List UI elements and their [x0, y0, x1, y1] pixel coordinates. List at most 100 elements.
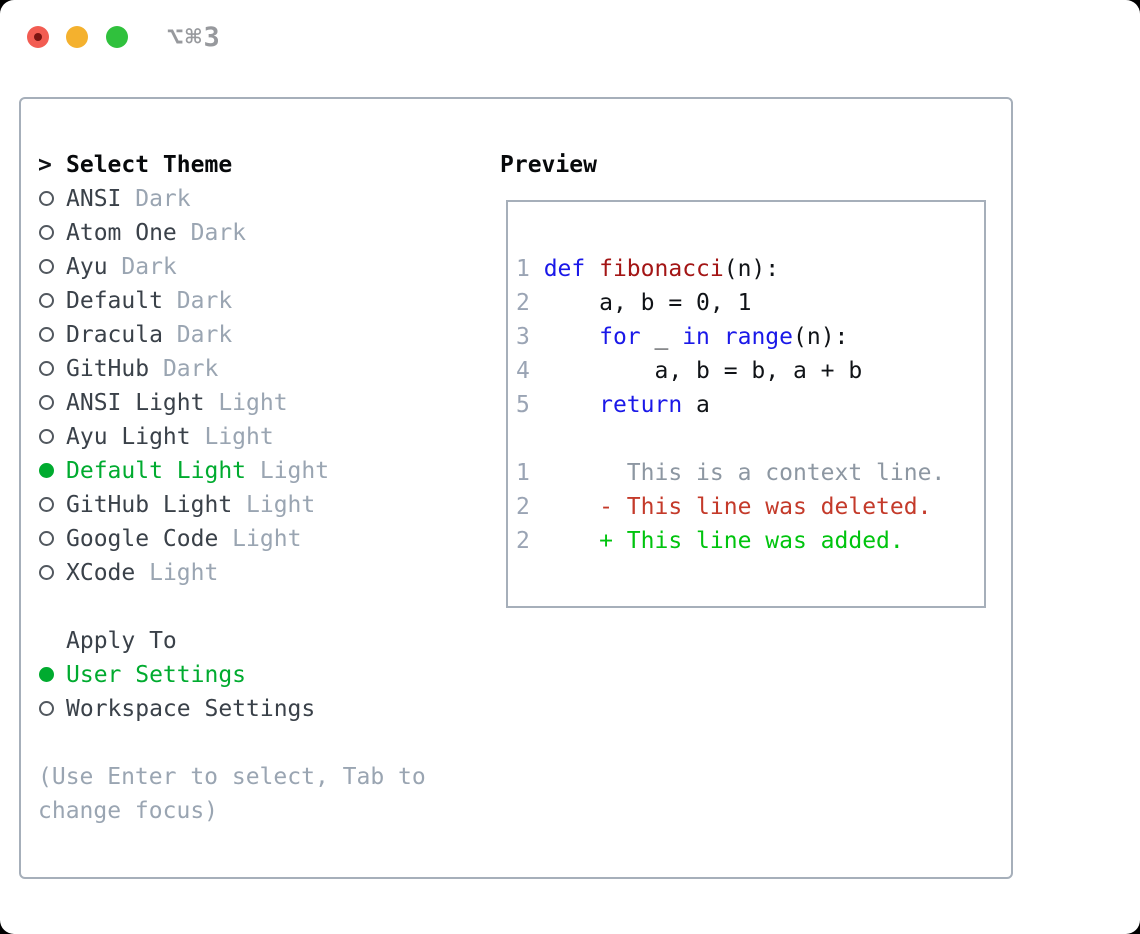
theme-variant-label: Dark — [107, 254, 177, 280]
theme-option-default-light-light[interactable]: Default Light Light — [38, 454, 490, 488]
code-token — [544, 392, 599, 418]
theme-option-ayu-light-light[interactable]: Ayu Light Light — [38, 420, 490, 454]
window-title-shortcut: ⌥⌘3 — [167, 22, 222, 53]
theme-variant-label: Light — [135, 560, 219, 586]
close-button[interactable] — [27, 26, 49, 48]
theme-option-label: Ayu — [66, 254, 108, 280]
function-name-token: fibonacci — [599, 256, 724, 282]
theme-option-dracula-dark[interactable]: Dracula Dark — [38, 318, 490, 352]
radio-icon — [38, 352, 66, 386]
code-token — [710, 324, 724, 350]
theme-option-label: GitHub — [66, 356, 150, 382]
code-token: (n): — [723, 256, 780, 282]
keyword-token: in — [682, 324, 710, 350]
spacer — [38, 590, 490, 624]
code-token: a, b = 0, 1 — [543, 290, 752, 316]
radio-icon — [38, 284, 66, 318]
added-line-text: + This line was added. — [543, 528, 904, 554]
theme-variant-label: Light — [190, 424, 274, 450]
theme-option-github-dark[interactable]: GitHub Dark — [38, 352, 490, 386]
apply-option-user-settings[interactable]: User Settings — [38, 658, 490, 692]
radio-icon — [38, 556, 66, 590]
preview-line — [516, 422, 984, 456]
theme-variant-label: Light — [246, 458, 330, 484]
keyword-token: for — [599, 324, 641, 350]
preview-line: 3 for _ in range(n): — [516, 320, 984, 354]
apply-to-title: Apply To — [66, 628, 177, 654]
preview-line: 1 This is a context line. — [516, 456, 984, 490]
theme-option-label: Google Code — [66, 526, 219, 552]
line-number: 4 — [516, 358, 544, 384]
theme-option-atom-one-dark[interactable]: Atom One Dark — [38, 216, 490, 250]
theme-variant-label: Light — [218, 526, 302, 552]
theme-option-label: GitHub Light — [66, 492, 233, 518]
theme-variant-label: Light — [204, 390, 288, 416]
theme-variant-label: Dark — [121, 186, 191, 212]
theme-option-label: Dracula — [66, 322, 163, 348]
theme-option-label: XCode — [66, 560, 136, 586]
line-number: 2 — [516, 290, 544, 316]
select-theme-header: > Select Theme — [38, 148, 490, 182]
keyword-token: def — [543, 256, 586, 282]
radio-icon — [38, 488, 66, 522]
apply-to-header: Apply To — [38, 624, 490, 658]
code-token: a — [682, 392, 710, 418]
radio-icon — [38, 250, 66, 284]
theme-option-label: Atom One — [66, 220, 177, 246]
select-theme-title: Select Theme — [66, 152, 233, 178]
preview-line: 2 - This line was deleted. — [516, 490, 984, 524]
keyword-token: range — [723, 324, 793, 350]
radio-icon — [38, 420, 66, 454]
theme-option-ansi-dark[interactable]: ANSI Dark — [38, 182, 490, 216]
line-number: 1 — [516, 256, 544, 282]
line-number: 5 — [516, 392, 544, 418]
preview-line: 4 a, b = b, a + b — [516, 354, 984, 388]
theme-option-xcode-light[interactable]: XCode Light — [38, 556, 490, 590]
theme-option-google-code-light[interactable]: Google Code Light — [38, 522, 490, 556]
theme-variant-label: Dark — [162, 322, 233, 348]
radio-icon — [38, 216, 66, 250]
code-token: _ — [640, 324, 683, 350]
theme-variant-label: Light — [232, 492, 316, 518]
theme-option-label: Ayu Light — [66, 424, 191, 450]
line-number: 2 — [516, 528, 544, 554]
close-button-dot-icon — [34, 33, 42, 41]
code-token — [544, 324, 599, 350]
line-number: 2 — [516, 494, 544, 520]
line-number: 1 — [516, 460, 544, 486]
theme-variant-label: Dark — [149, 356, 219, 382]
code-token — [585, 256, 599, 282]
code-token: a, b = b, a + b — [543, 358, 863, 384]
radio-icon — [38, 386, 66, 420]
radio-icon — [38, 522, 66, 556]
theme-option-label: Default Light — [66, 458, 247, 484]
apply-option-label: Workspace Settings — [66, 696, 316, 722]
line-number: 3 — [516, 324, 544, 350]
preview-line: 2 + This line was added. — [516, 524, 984, 558]
theme-option-label: ANSI Light — [66, 390, 205, 416]
code-token: (n): — [793, 324, 849, 350]
prompt-icon: > — [38, 152, 52, 178]
apply-option-workspace-settings[interactable]: Workspace Settings — [38, 692, 490, 726]
theme-variant-label: Dark — [162, 288, 233, 314]
minimize-button[interactable] — [66, 26, 88, 48]
context-line-text: This is a context line. — [543, 460, 946, 486]
theme-variant-label: Dark — [176, 220, 247, 246]
zoom-button[interactable] — [106, 26, 128, 48]
apply-option-label: User Settings — [66, 662, 247, 688]
theme-option-ansi-light-light[interactable]: ANSI Light Light — [38, 386, 490, 420]
theme-option-label: Default — [66, 288, 163, 314]
theme-option-default-dark[interactable]: Default Dark — [38, 284, 490, 318]
radio-selected-icon — [38, 454, 66, 488]
theme-option-ayu-dark[interactable]: Ayu Dark — [38, 250, 490, 284]
radio-icon — [38, 182, 66, 216]
theme-option-github-light-light[interactable]: GitHub Light Light — [38, 488, 490, 522]
preview-line: 2 a, b = 0, 1 — [516, 286, 984, 320]
